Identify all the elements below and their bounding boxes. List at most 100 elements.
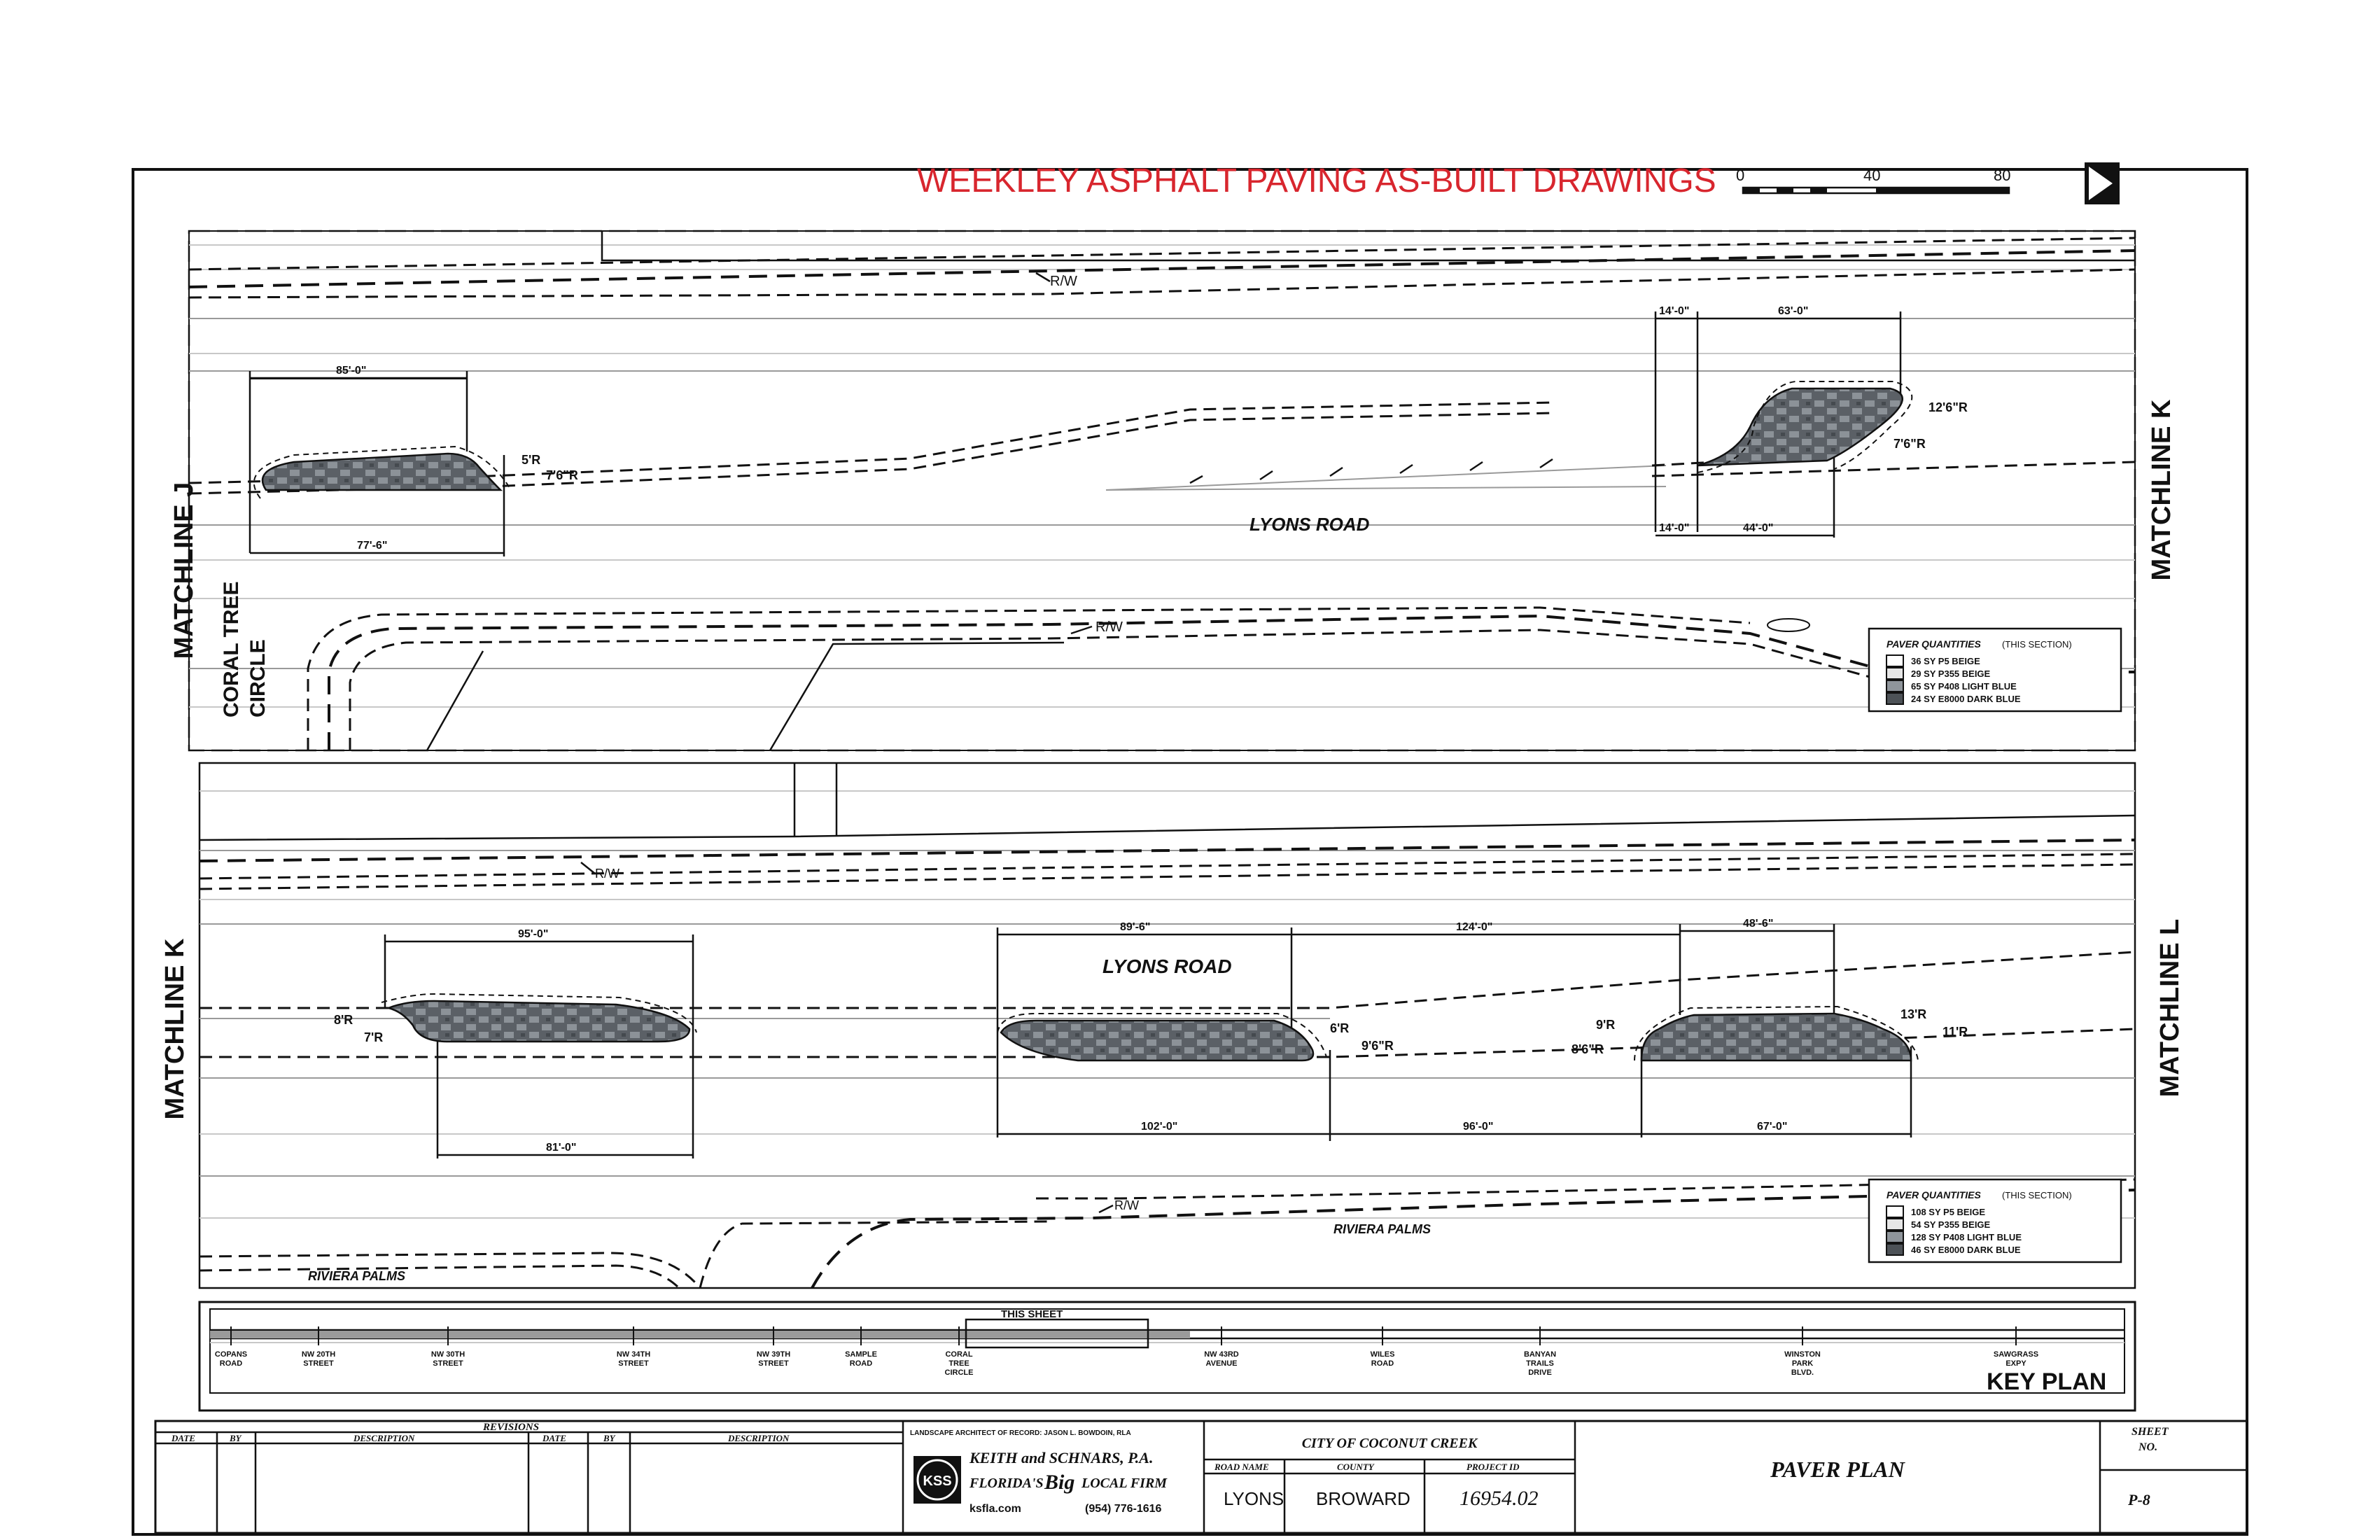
key-plan-street-label: NW 20TH (302, 1350, 335, 1359)
project-label: PROJECT ID (1466, 1462, 1520, 1472)
paver-quantities-legend-bottom: PAVER QUANTITIES (THIS SECTION) 108 SY P… (1868, 1178, 2122, 1264)
quantities-title-top: PAVER QUANTITIES (1886, 638, 1981, 650)
radius-bottom-left-a: 8'R (334, 1013, 353, 1027)
key-plan-street-label: CORAL (945, 1350, 972, 1359)
radius-bottom-mid-b: 9'6"R (1362, 1039, 1394, 1053)
riviera-label-a: RIVIERA PALMS (308, 1269, 405, 1283)
firm-note: LANDSCAPE ARCHITECT OF RECORD: JASON L. … (910, 1429, 1131, 1437)
key-plan-street-label: DRIVE (1528, 1368, 1552, 1377)
firm-tag-big: Big (1044, 1471, 1074, 1494)
road-label-bottom: LYONS ROAD (1102, 955, 1232, 977)
dim-top-right-bottom-a: 14'-0" (1659, 522, 1689, 534)
col-by-1: BY (229, 1433, 242, 1443)
quantity-row-top-3: 65 SY P408 LIGHT BLUE (1911, 681, 2017, 692)
riviera-label-b: RIVIERA PALMS (1334, 1222, 1431, 1236)
key-plan-street-label: WINSTON (1784, 1350, 1821, 1359)
sheet-number: P-8 (2127, 1491, 2150, 1508)
radius-bottom-right-a: 9'R (1596, 1018, 1615, 1032)
paver-quantities-legend-top: PAVER QUANTITIES (THIS SECTION) 36 SY P5… (1868, 627, 2122, 713)
quantity-row-top-4: 24 SY E8000 DARK BLUE (1911, 694, 2021, 704)
radius-top-left-a: 5'R (522, 453, 540, 467)
scale-label-80: 80 (1994, 167, 2010, 184)
rw-label-bottom: R/W (595, 867, 620, 881)
quantities-subtitle-top: (THIS SECTION) (2002, 639, 2072, 650)
col-desc-2: DESCRIPTION (727, 1433, 790, 1443)
rw-label-bottom-2: R/W (1114, 1198, 1139, 1212)
radius-bottom-right-d: 11'R (1942, 1025, 1968, 1039)
firm-tag-a: FLORIDA'S (969, 1476, 1044, 1491)
matchline-k-label-bottom: MATCHLINE K (160, 938, 190, 1119)
drawing-title: WEEKLEY ASPHALT PAVING AS-BUILT DRAWINGS (917, 162, 1716, 200)
radius-bottom-right-b: 8'6"R (1572, 1042, 1604, 1056)
key-plan-title: KEY PLAN (1987, 1368, 2106, 1395)
paver-area-top-right (1697, 387, 1903, 467)
key-plan-street-label: WILES (1371, 1350, 1395, 1359)
paver-area-bottom-mid (1000, 1019, 1315, 1062)
key-plan-street-label: STREET (433, 1359, 463, 1368)
dim-top-right-top-b: 63'-0" (1778, 305, 1808, 317)
firm-logo-icon: KSS (913, 1456, 961, 1504)
quantity-row-bottom-3: 128 SY P408 LIGHT BLUE (1911, 1232, 2022, 1242)
radius-top-right-b: 7'6"R (1893, 437, 1926, 451)
road-name-value: LYONS (1224, 1488, 1284, 1509)
key-plan-street-label: ROAD (1371, 1359, 1394, 1368)
county-label: COUNTY (1337, 1462, 1375, 1472)
dim-bottom-mid-top: 89'-6" (1120, 921, 1150, 933)
firm-name: KEITH and SCHNARS, P.A. (969, 1449, 1153, 1466)
quantities-subtitle-bottom: (THIS SECTION) (2002, 1190, 2072, 1200)
key-plan-street-label: PARK (1792, 1359, 1813, 1368)
quantity-row-top-2: 29 SY P355 BEIGE (1911, 668, 1991, 679)
firm-phone: (954) 776-1616 (1085, 1503, 1162, 1515)
key-plan-street-label: TRAILS (1526, 1359, 1554, 1368)
quantities-title-bottom: PAVER QUANTITIES (1886, 1189, 1981, 1200)
col-desc-1: DESCRIPTION (353, 1433, 415, 1443)
key-plan-street-label: ROAD (220, 1359, 242, 1368)
key-plan-street-label: NW 39TH (757, 1350, 790, 1359)
road-name-label: ROAD NAME (1214, 1462, 1269, 1472)
dim-top-left-bottom: 77'-6" (357, 540, 387, 552)
key-plan-street-label: TREE (948, 1359, 969, 1368)
key-plan-street-label: CIRCLE (945, 1368, 974, 1377)
dim-top-left-top: 85'-0" (336, 365, 366, 377)
quantity-row-bottom-2: 54 SY P355 BEIGE (1911, 1219, 1991, 1230)
title-block: REVISIONS DATE BY DESCRIPTION DATE BY DE… (154, 1420, 2248, 1534)
paver-area-bottom-right (1640, 1012, 1912, 1062)
rw-label-top-2: R/W (1096, 620, 1123, 635)
matchline-k-label-top: MATCHLINE K (2147, 399, 2176, 580)
dim-bottom-left-bottom: 81'-0" (546, 1142, 576, 1154)
dim-gap-bottom: 96'-0" (1463, 1121, 1493, 1133)
this-sheet-label: THIS SHEET (1001, 1308, 1063, 1320)
col-date-1: DATE (171, 1433, 195, 1443)
radius-bottom-mid-a: 6'R (1330, 1021, 1349, 1035)
county-value: BROWARD (1316, 1488, 1410, 1509)
sheet-label-a: SHEET (2132, 1426, 2169, 1438)
col-by-2: BY (603, 1433, 616, 1443)
plan-panel-bottom: R/W R/W RIVIERA PALMS RIVIERA PALMS 95'-… (160, 762, 2185, 1289)
key-plan-street-label: NW 30TH (431, 1350, 465, 1359)
logo-letters: KSS (923, 1474, 951, 1489)
key-plan-street-label: SAMPLE (845, 1350, 877, 1359)
firm-tag-b: LOCAL FIRM (1081, 1476, 1168, 1491)
key-plan-street-label: AVENUE (1205, 1359, 1237, 1368)
sheet-border (132, 168, 2248, 1536)
road-label-top: LYONS ROAD (1250, 514, 1370, 535)
key-plan-street-label: EXPY (2005, 1359, 2026, 1368)
dim-gap-top: 124'-0" (1456, 921, 1492, 933)
dim-bottom-right-top: 48'-6" (1743, 918, 1773, 930)
scale-label-0: 0 (1736, 167, 1744, 184)
revisions-label: REVISIONS (482, 1422, 539, 1433)
firm-web: ksfla.com (969, 1503, 1021, 1515)
key-plan-street-label: COPANS (215, 1350, 247, 1359)
matchline-j-label: MATCHLINE J (169, 482, 199, 659)
key-plan-street-label: NW 34TH (617, 1350, 650, 1359)
key-plan-street-label: BLVD. (1791, 1368, 1814, 1377)
side-street-label-2: CIRCLE (246, 639, 270, 718)
matchline-l-label: MATCHLINE L (2155, 919, 2185, 1098)
side-street-label-1: CORAL TREE (220, 582, 243, 718)
sheet-label-b: NO. (2138, 1441, 2157, 1453)
dim-bottom-mid-bottom: 102'-0" (1141, 1121, 1177, 1133)
key-plan-street-label: NW 43RD (1204, 1350, 1239, 1359)
